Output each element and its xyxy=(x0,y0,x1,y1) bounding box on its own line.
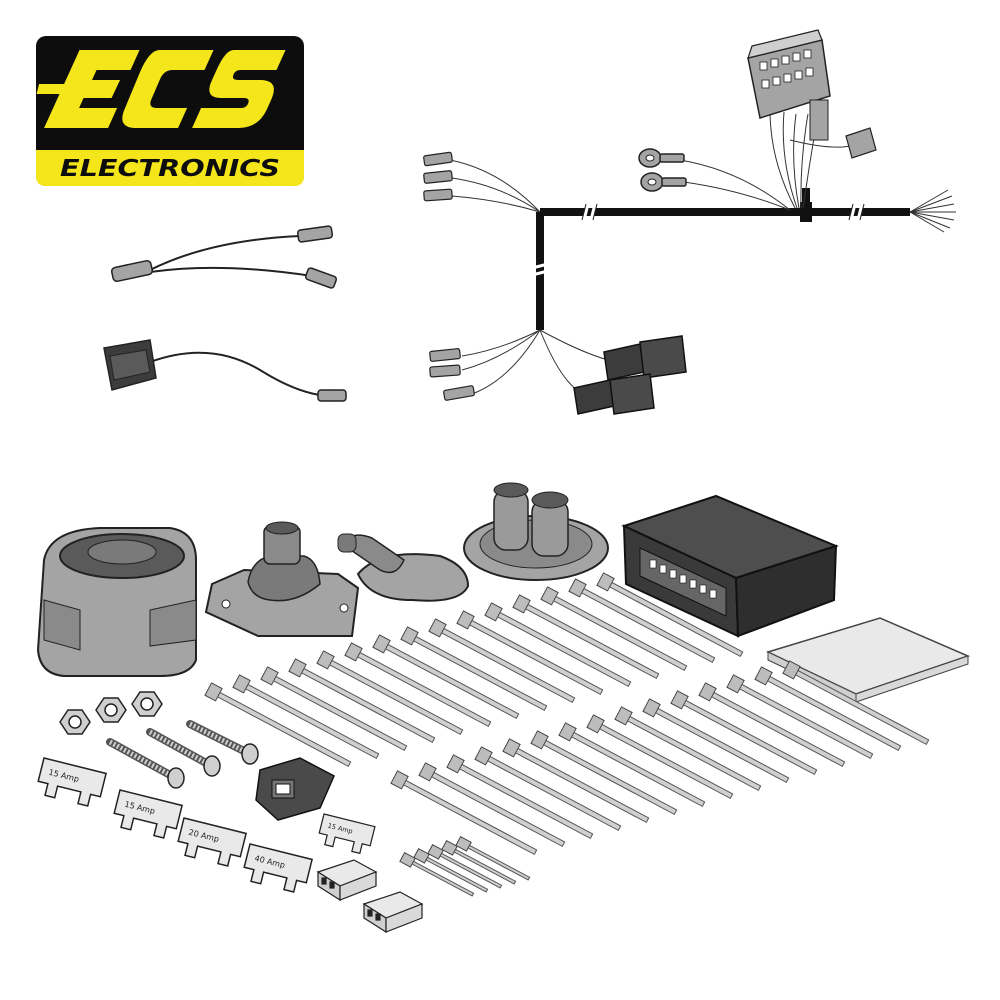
blade-fuse: 40 Amp xyxy=(243,843,314,893)
cable-tie xyxy=(390,770,538,856)
rubber-seal xyxy=(337,533,470,602)
cable-tie xyxy=(530,730,678,816)
cable-tie xyxy=(455,835,531,881)
cable-tie xyxy=(372,634,520,720)
vehicle-connector xyxy=(573,335,687,415)
bolt xyxy=(106,738,185,789)
cable-tie xyxy=(260,666,408,752)
cable-tie xyxy=(502,738,650,824)
cable-tie xyxy=(540,586,688,672)
multi-pin-connector xyxy=(747,29,877,159)
hex-nut xyxy=(131,691,163,717)
blade-fuse: 15 Amp xyxy=(113,789,184,839)
cable-tie xyxy=(456,610,604,696)
bolt xyxy=(146,728,221,777)
blade-fuse: 15 Amp xyxy=(37,757,108,807)
wire-connector xyxy=(316,859,378,902)
y-splitter-cable xyxy=(110,225,338,289)
cable-tie xyxy=(441,839,517,885)
cable-tie xyxy=(399,851,475,897)
cable-tie xyxy=(558,722,706,808)
cable-tie xyxy=(670,690,818,776)
ecs-logo: ELECTRONICS xyxy=(36,36,304,186)
socket-mounting-plate xyxy=(204,521,360,637)
wire-connectors xyxy=(316,859,424,934)
cable-tie xyxy=(512,594,660,680)
cable-tie xyxy=(484,602,632,688)
cable-tie xyxy=(446,754,594,840)
cable-tie xyxy=(288,658,436,744)
socket-adapter-cable xyxy=(103,339,347,402)
bolts xyxy=(106,720,259,789)
cable-tie xyxy=(344,642,492,728)
bolt xyxy=(186,720,259,765)
cable-tie xyxy=(596,572,744,658)
hex-nuts xyxy=(59,691,163,735)
cable-tie xyxy=(204,682,352,768)
cable-tie xyxy=(614,706,762,792)
hex-nut xyxy=(59,709,91,735)
logo-tagline: ELECTRONICS xyxy=(60,156,280,182)
blade-fuse: 20 Amp xyxy=(177,817,248,867)
blade-fuse: 15 Amp xyxy=(318,813,376,855)
control-module xyxy=(621,494,839,638)
wire-connector xyxy=(362,891,424,934)
cable-tie xyxy=(428,618,576,704)
relay-connector xyxy=(255,757,335,821)
cable-tie xyxy=(726,674,874,760)
cable-grommet xyxy=(463,482,609,581)
instruction-manual xyxy=(765,617,971,703)
hex-nut xyxy=(95,697,127,723)
cable-ties xyxy=(204,572,930,897)
main-wiring-harness xyxy=(423,29,956,415)
cable-tie xyxy=(474,746,622,832)
cable-tie xyxy=(782,660,930,746)
cable-tie xyxy=(400,626,548,712)
cable-tie xyxy=(642,698,790,784)
cable-tie xyxy=(418,762,566,848)
cable-tie xyxy=(568,578,716,664)
cable-tie xyxy=(586,714,734,800)
cable-tie xyxy=(232,674,380,760)
tow-socket xyxy=(36,527,197,677)
cable-tie xyxy=(413,847,489,893)
cable-tie xyxy=(698,682,846,768)
cable-tie xyxy=(316,650,464,736)
cable-tie xyxy=(427,843,503,889)
cable-tie xyxy=(754,666,902,752)
